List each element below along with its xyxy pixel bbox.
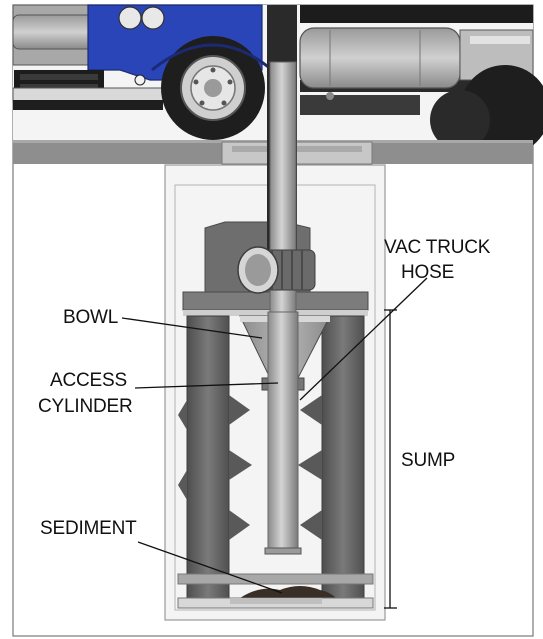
label-sump: SUMP: [401, 450, 455, 471]
sediment-leader: [137, 541, 283, 594]
headlight-icon: [118, 6, 142, 30]
sediment-layer: [240, 586, 336, 598]
access-cylinder-leader: [134, 382, 279, 389]
label-sediment: SEDIMENT: [40, 518, 137, 539]
headlight-icon: [141, 6, 165, 30]
bowl-leader: [121, 317, 263, 339]
right-column: [321, 315, 365, 607]
label-bowl: BOWL: [63, 307, 118, 328]
label-vac-truck-hose-line2: HOSE: [401, 262, 454, 283]
label-access-cylinder-line2: CYLINDER: [38, 396, 132, 417]
hose-leader: [299, 277, 428, 401]
left-column: [186, 315, 230, 607]
sump-bracket: [384, 309, 397, 609]
inlet-pipe: [237, 246, 316, 294]
label-access-cylinder-line1: ACCESS: [50, 370, 127, 391]
truck-fuel-tank: [299, 27, 461, 89]
label-vac-truck-hose-line1: VAC TRUCK: [384, 237, 491, 258]
truck-front-wheel: [161, 36, 265, 140]
sump-structure: [164, 5, 386, 621]
